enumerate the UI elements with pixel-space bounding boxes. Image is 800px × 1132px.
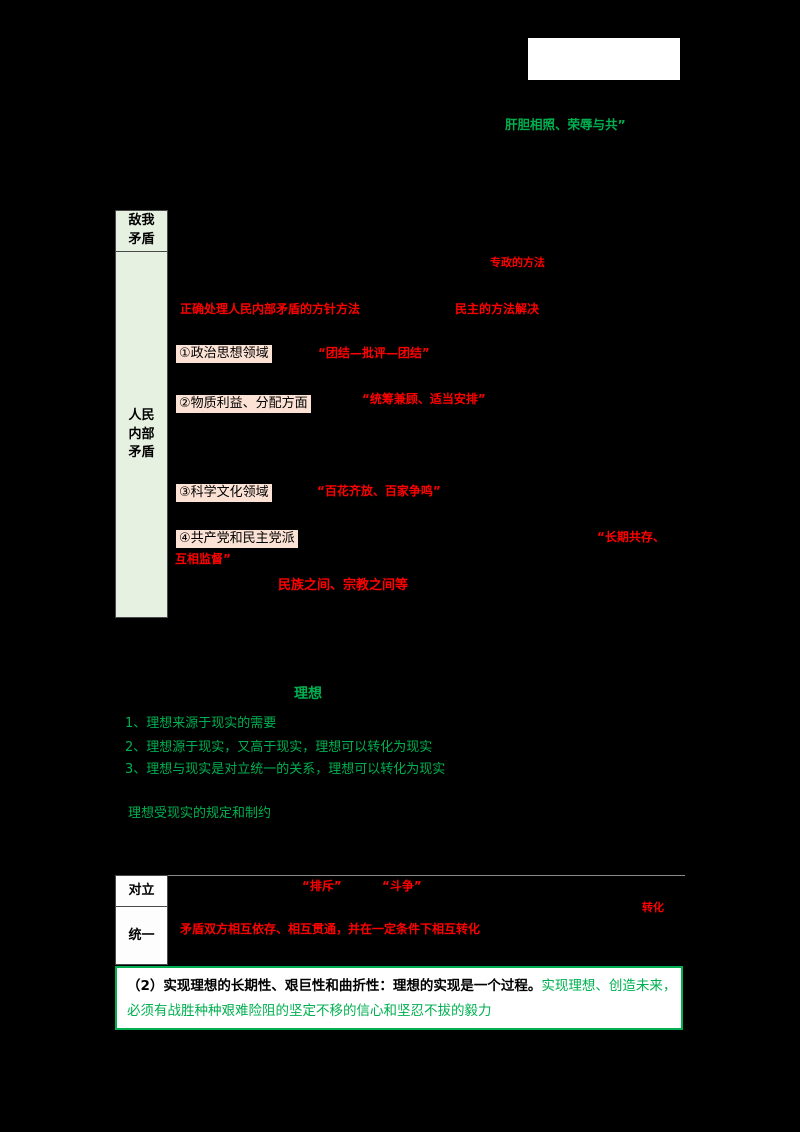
red-note-democratic-method: 民主的方法解决 bbox=[455, 302, 540, 316]
summary-box: （2）实现理想的长期性、艰巨性和曲折性：理想的实现是一个过程。实现理想、创造未来… bbox=[115, 966, 683, 1030]
red-note-handling-principle: 正确处理人民内部矛盾的方针方法 bbox=[180, 302, 361, 316]
label-party-democratic-parties: ④共产党和民主党派 bbox=[176, 530, 298, 549]
summary-green-tail: 实现理想、创造未来， bbox=[541, 978, 677, 994]
green-note-1: 1、理想来源于现实的需要 bbox=[125, 716, 277, 731]
blank-card bbox=[528, 38, 680, 80]
summary-line-1: （2）实现理想的长期性、艰巨性和曲折性：理想的实现是一个过程。实现理想、创造未来… bbox=[127, 974, 676, 999]
red-note-interdependence: 矛盾双方相互依存、相互贯通，并在一定条件下相互转化 bbox=[180, 922, 481, 936]
table-top-rule bbox=[168, 875, 685, 876]
red-motto-overall-planning: “统筹兼顾、适当安排” bbox=[362, 392, 486, 406]
cell-people-contradiction: 人民 内部 矛盾 bbox=[128, 407, 155, 461]
label-material-interests: ②物质利益、分配方面 bbox=[176, 395, 311, 414]
green-note-3: 3、理想与现实是对立统一的关系，理想可以转化为现实 bbox=[125, 762, 446, 777]
cell-enemy-contradiction: 敌我 矛盾 bbox=[116, 211, 167, 252]
green-note-constraint: 理想受现实的规定和制约 bbox=[128, 806, 272, 821]
red-note-transform: 转化 bbox=[642, 901, 664, 914]
red-note-ethnic-religious: 民族之间、宗教之间等 bbox=[278, 578, 409, 593]
summary-bold-text: （2）实现理想的长期性、艰巨性和曲折性：理想的实现是一个过程。 bbox=[127, 978, 542, 994]
green-heading-ideal: 理想 bbox=[294, 686, 322, 702]
red-motto-unity-criticism: “团结—批评—团结” bbox=[318, 346, 430, 360]
contradiction-table: 敌我 矛盾 人民 内部 矛盾 bbox=[115, 210, 168, 618]
red-note-dictatorship-method: 专政的方法 bbox=[490, 256, 545, 269]
red-motto-hundred-flowers: “百花齐放、百家争鸣” bbox=[317, 484, 441, 498]
unity-opposition-table: 对立 统一 bbox=[115, 875, 168, 965]
cell-unity: 统一 bbox=[128, 927, 155, 943]
label-political-ideology: ①政治思想领域 bbox=[176, 345, 272, 364]
cell-opposition: 对立 bbox=[116, 876, 167, 907]
green-note-2: 2、理想源于现实，又高于现实，理想可以转化为现实 bbox=[125, 740, 433, 755]
label-science-culture: ③科学文化领域 bbox=[176, 484, 272, 503]
red-motto-mutual-supervision: 互相监督” bbox=[175, 552, 231, 566]
page-title: 肝胆相照、荣辱与共” bbox=[505, 117, 626, 132]
red-motto-longterm-coexistence: “长期共存、 bbox=[597, 530, 665, 544]
summary-line-2: 必须有战胜种种艰难险阻的坚定不移的信心和坚忍不拔的毅力 bbox=[127, 1003, 492, 1019]
red-quote-repel: “排斥” bbox=[302, 879, 342, 893]
red-quote-struggle: “斗争” bbox=[382, 879, 422, 893]
